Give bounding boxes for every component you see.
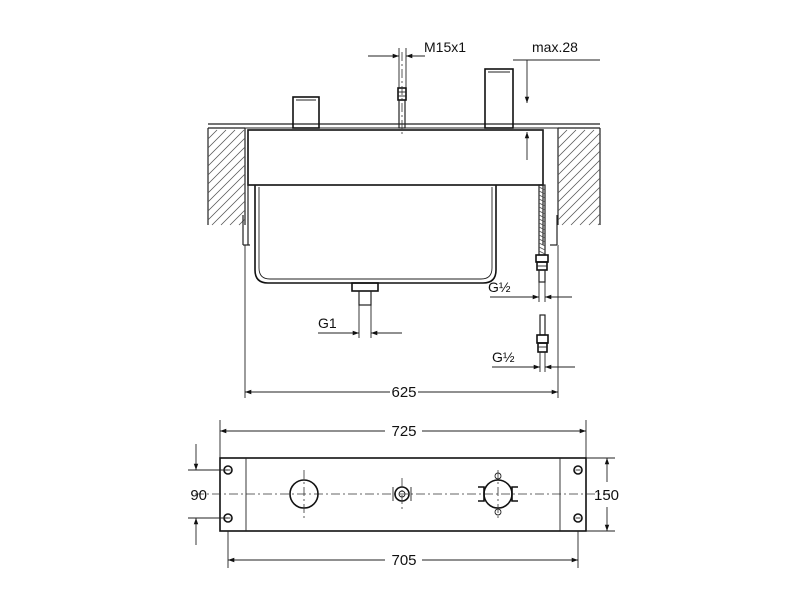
center-fitting <box>392 478 412 512</box>
thread-label: M15x1 <box>424 39 466 55</box>
drain-outlet: G1 <box>318 282 402 338</box>
supply-hose: G½ G½ <box>488 184 575 372</box>
body-width-label: 625 <box>391 384 416 401</box>
mounting-body <box>242 129 558 284</box>
left-valve-hole <box>289 470 319 518</box>
plate-width-dimension: 725 <box>219 420 587 458</box>
max-label: max.28 <box>532 39 578 55</box>
thread-dimension: M15x1 <box>368 39 466 88</box>
vertical-spacing-label: 90 <box>190 487 207 504</box>
section-view: M15x1 max.28 G1 <box>207 39 601 401</box>
plate-height-dimension: 150 <box>586 457 619 532</box>
upper-conn-label: G½ <box>488 279 511 295</box>
plate-width-label: 725 <box>391 423 416 440</box>
right-spout <box>484 68 514 129</box>
body-width-dimension: 625 <box>244 245 559 401</box>
plate-height-label: 150 <box>594 487 619 504</box>
lower-conn-label: G½ <box>492 349 515 365</box>
spout-mount <box>478 470 518 518</box>
wall-left <box>207 127 246 226</box>
center-thread <box>397 52 407 135</box>
mounting-plate <box>219 457 587 532</box>
screw-hole <box>573 465 583 475</box>
screw-holes <box>223 465 583 523</box>
vertical-spacing-dimension: 90 <box>188 444 228 545</box>
max-dimension: max.28 <box>513 39 600 160</box>
wall-right <box>557 127 601 226</box>
outlet-label: G1 <box>318 315 337 331</box>
screw-hole <box>573 513 583 523</box>
hole-spacing-label: 705 <box>391 552 416 569</box>
plate-view: 725 <box>188 420 619 569</box>
hole-spacing-dimension: 705 <box>227 531 579 569</box>
left-handle <box>292 96 320 129</box>
